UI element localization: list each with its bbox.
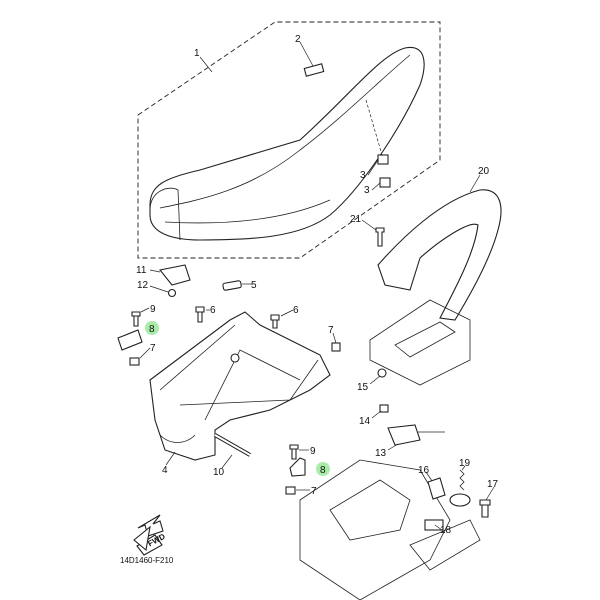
callout-13: 13 <box>375 448 387 459</box>
callout-18: 18 <box>440 525 452 536</box>
bracket-3b <box>379 177 391 188</box>
callout-20: 20 <box>478 166 490 177</box>
holder-8b <box>289 457 306 477</box>
bolt-6a <box>195 306 205 323</box>
callout-labels: 1 2 3 3 20 21 11 12 5 9 6 6 8 7 7 15 14 … <box>136 34 499 536</box>
callout-8-highlighted: 8 <box>320 465 326 476</box>
bracket-18 <box>424 519 444 531</box>
callout-17: 17 <box>487 479 499 490</box>
callout-6: 6 <box>210 305 216 316</box>
callout-6: 6 <box>293 305 299 316</box>
seat-assembly-boundary <box>137 21 441 259</box>
callout-1: 1 <box>194 48 200 59</box>
seat-part <box>149 46 425 241</box>
fwd-arrow-icon: FWD <box>133 514 167 556</box>
callout-9: 9 <box>310 446 316 457</box>
callout-7: 7 <box>150 343 156 354</box>
nut-12 <box>167 288 177 298</box>
callout-14: 14 <box>359 416 371 427</box>
frame-section <box>369 299 471 386</box>
callout-9: 9 <box>150 304 156 315</box>
callout-2: 2 <box>295 34 301 45</box>
callout-11: 11 <box>136 265 147 276</box>
nut-15 <box>377 368 387 378</box>
holder-8a <box>117 329 143 351</box>
callout-5: 5 <box>251 280 257 291</box>
callout-16: 16 <box>418 465 430 476</box>
callout-10: 10 <box>213 467 225 478</box>
bolt-17 <box>479 499 491 518</box>
bolt-21 <box>375 227 385 247</box>
callout-15: 15 <box>357 382 369 393</box>
callout-3: 3 <box>364 185 370 196</box>
clip-14 <box>379 404 389 413</box>
callout-3: 3 <box>360 170 366 181</box>
callout-8-highlighted: 8 <box>149 324 155 335</box>
cable-16 <box>427 477 446 500</box>
callout-7: 7 <box>311 486 317 497</box>
bracket-3a <box>377 154 389 165</box>
storage-box <box>149 311 331 461</box>
screw-9a <box>131 311 141 327</box>
grab-bar <box>377 189 502 321</box>
seat-lock-13 <box>387 424 421 446</box>
nut-7b <box>331 342 341 352</box>
spring-19 <box>459 469 465 491</box>
callout-4: 4 <box>162 465 168 476</box>
hinge-11 <box>159 264 191 286</box>
diagram-code: 14D1460-F210 <box>120 556 174 565</box>
callout-7: 7 <box>328 325 334 336</box>
nut-7c <box>285 486 296 495</box>
callout-12: 12 <box>137 280 149 291</box>
screw-9b <box>289 444 299 460</box>
callout-21: 21 <box>350 214 362 225</box>
seat-latch-tab <box>303 63 325 77</box>
callout-19: 19 <box>459 458 471 469</box>
lock-cylinder <box>449 493 471 507</box>
bolt-6b <box>270 314 280 329</box>
damper-5 <box>222 280 242 291</box>
nut-7a <box>129 357 140 366</box>
